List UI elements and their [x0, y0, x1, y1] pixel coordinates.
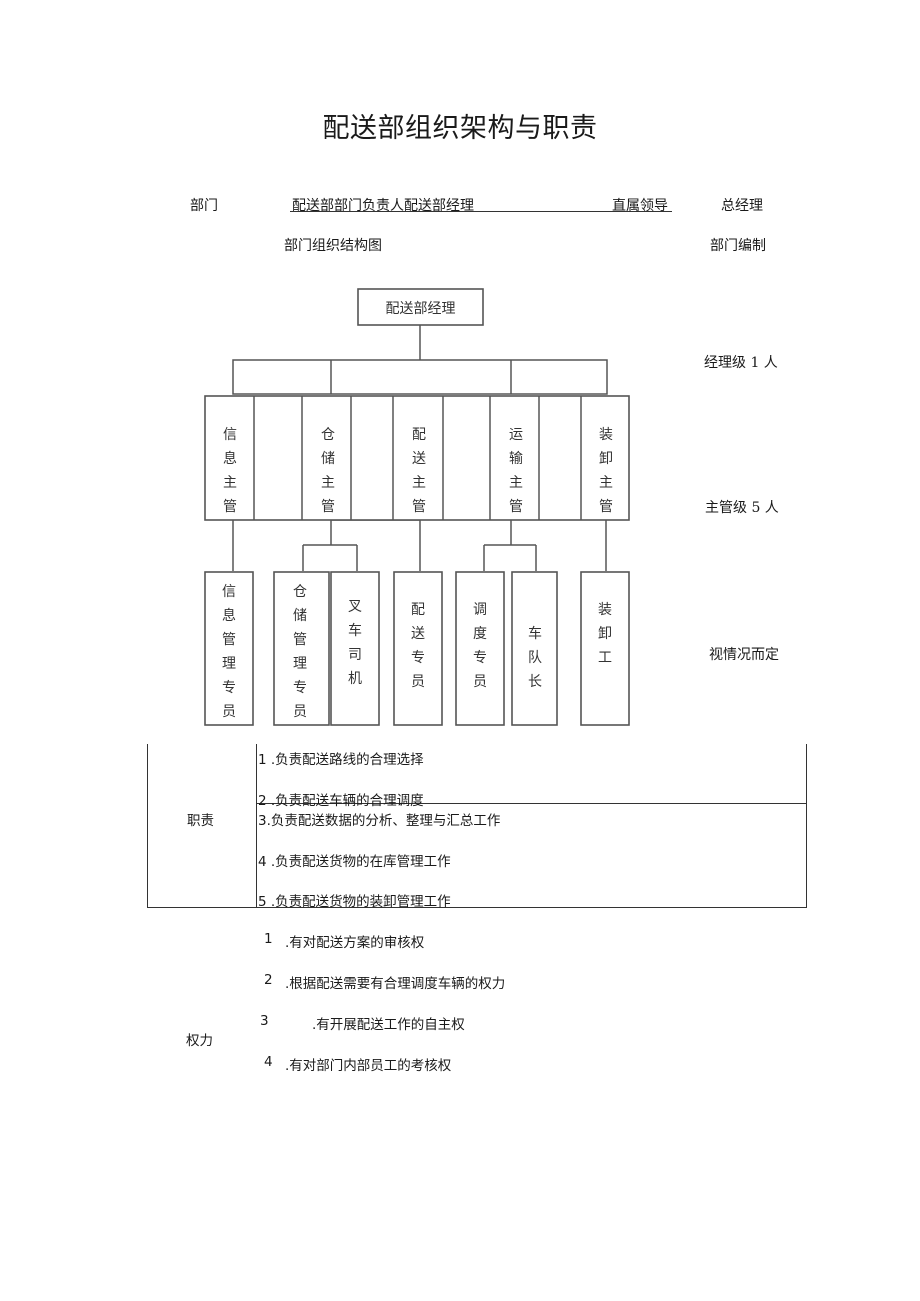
duty-item: 3.负责配送数据的分析、整理与汇总工作: [258, 813, 501, 829]
org-root-label: 配送部经理: [386, 301, 456, 317]
duty-item: 1 .负责配送路线的合理选择: [258, 752, 424, 768]
staff-boxes: [204, 571, 630, 726]
authority-item: .有对配送方案的审核权: [285, 935, 425, 951]
authority-number: 4: [264, 1054, 273, 1070]
staff-node-label: 信息管理专员: [222, 584, 236, 720]
staff-node-label: 调度专员: [473, 602, 487, 690]
staff-node-label: 配送专员: [411, 602, 425, 690]
staffing-manager-level: 经理级 1 人: [704, 355, 778, 371]
authority-number: 3: [260, 1013, 269, 1029]
org-chart: 配送部经理 信息主管 仓储主管 配送主管 运输主管 装卸主管 信息管理专员 仓储管理专员 叉…: [204, 288, 630, 726]
authority-item: .有对部门内部员工的考核权: [285, 1058, 452, 1074]
supervisor-node-label: 信息主管: [223, 427, 237, 515]
staff-node-label: 装卸工: [598, 602, 612, 666]
org-node-root: 配送部经理: [357, 288, 484, 326]
page-title: 配送部组织架构与职责: [322, 113, 598, 144]
supervisor-node-label: 装卸主管: [599, 427, 613, 515]
supervisor-dividers: [253, 396, 582, 520]
dept-value: 配送部部门负责人配送部经理: [292, 198, 474, 214]
supervisor-nodes: 信息主管 仓储主管 配送主管 运输主管 装卸主管: [223, 427, 613, 515]
staff-node-label: 叉车司机: [348, 599, 362, 687]
staffing-supervisor-level: 主管级 5 人: [705, 500, 779, 516]
duty-item: 2 .负责配送车辆的合理调度: [258, 793, 424, 809]
authority-item: .根据配送需要有合理调度车辆的权力: [285, 976, 506, 992]
staff-nodes: 信息管理专员 仓储管理专员 叉车司机 配送专员 调度专员 车队长 装卸工: [222, 584, 612, 720]
authority-label: 权力: [186, 1033, 213, 1049]
leader-value: 总经理: [721, 198, 763, 214]
supervisor-node-label: 运输主管: [509, 427, 523, 515]
header-underline: [290, 211, 672, 212]
staffing-label: 部门编制: [710, 238, 766, 254]
authority-number: 2: [264, 972, 273, 988]
staff-node-label: 车队长: [528, 625, 542, 690]
supervisor-band: [204, 395, 630, 521]
org-connectors: [232, 325, 608, 571]
authority-number: 1: [264, 931, 273, 947]
authority-item: .有开展配送工作的自主权: [312, 1017, 465, 1033]
dept-label: 部门: [190, 198, 218, 214]
leader-label: 直属领导: [612, 198, 668, 214]
duty-item: 4 .负责配送货物的在库管理工作: [258, 854, 451, 870]
org-chart-label: 部门组织结构图: [284, 238, 382, 254]
duties-label: 职责: [187, 813, 214, 829]
supervisor-node-label: 仓储主管: [321, 427, 335, 515]
staffing-staff-level: 视情况而定: [709, 647, 779, 663]
staff-node-label: 仓储管理专员: [293, 584, 307, 720]
duty-item: 5 .负责配送货物的装卸管理工作: [258, 894, 451, 910]
supervisor-node-label: 配送主管: [412, 427, 426, 515]
